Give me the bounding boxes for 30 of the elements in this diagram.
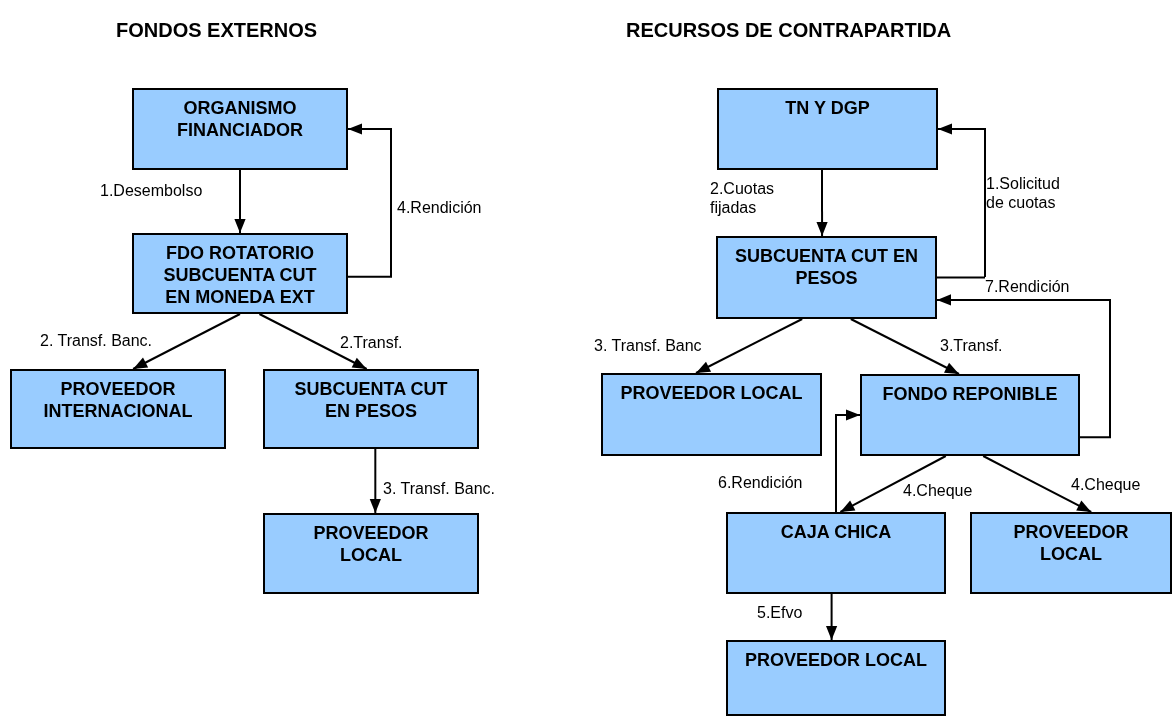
process-box: FONDO REPONIBLE bbox=[860, 374, 1080, 456]
edge-label: 4.Cheque bbox=[903, 481, 973, 500]
arrow bbox=[816, 169, 828, 237]
process-box: CAJA CHICA bbox=[726, 512, 946, 594]
arrow bbox=[835, 409, 861, 513]
arrow bbox=[982, 455, 1093, 513]
process-box: FDO ROTATORIO SUBCUENTA CUT EN MONEDA EXT bbox=[132, 233, 348, 314]
process-box: PROVEEDOR LOCAL bbox=[601, 373, 822, 456]
edge-label: 4.Cheque bbox=[1071, 475, 1141, 494]
process-box: TN Y DGP bbox=[717, 88, 938, 170]
arrow bbox=[936, 123, 986, 279]
arrow bbox=[258, 313, 368, 370]
arrow bbox=[132, 313, 241, 370]
arrow bbox=[826, 593, 838, 641]
section-heading: FONDOS EXTERNOS bbox=[116, 19, 318, 42]
arrow bbox=[936, 294, 1111, 439]
arrow bbox=[839, 455, 947, 513]
process-box: PROVEEDOR LOCAL bbox=[970, 512, 1172, 594]
arrow bbox=[347, 123, 392, 278]
process-box: PROVEEDOR LOCAL bbox=[263, 513, 479, 594]
arrow bbox=[369, 448, 381, 514]
arrow bbox=[849, 318, 960, 375]
arrow bbox=[234, 169, 246, 234]
process-box: PROVEEDOR LOCAL bbox=[726, 640, 946, 716]
arrow bbox=[695, 318, 804, 374]
process-box: SUBCUENTA CUT EN PESOS bbox=[263, 369, 479, 449]
process-box: PROVEEDOR INTERNACIONAL bbox=[10, 369, 226, 449]
process-box: SUBCUENTA CUT EN PESOS bbox=[716, 236, 937, 319]
process-box: ORGANISMO FINANCIADOR bbox=[132, 88, 348, 170]
section-heading: RECURSOS DE CONTRAPARTIDA bbox=[626, 19, 952, 42]
